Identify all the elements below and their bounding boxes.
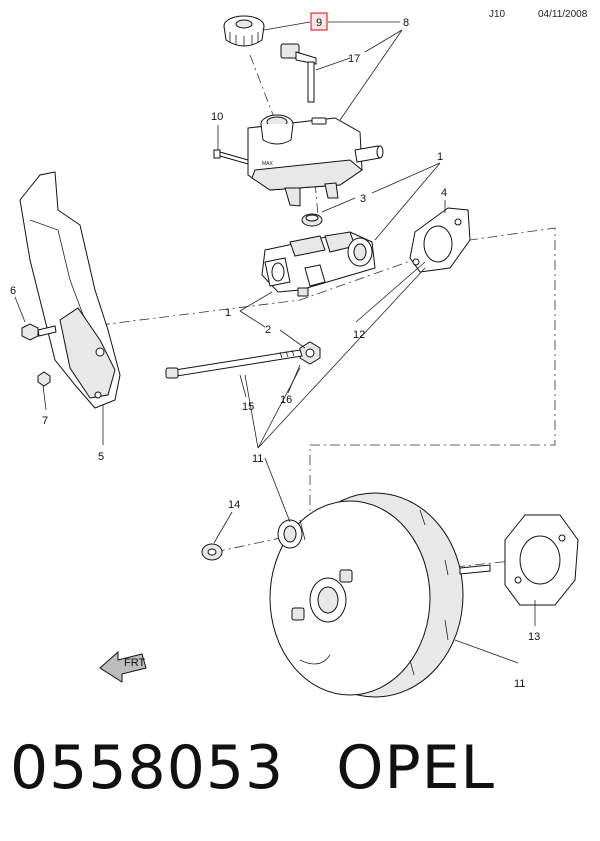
callout-14: 14 bbox=[228, 499, 240, 511]
brand-name: OPEL bbox=[336, 733, 495, 803]
callout-3: 3 bbox=[360, 193, 366, 205]
callout-8: 8 bbox=[403, 17, 409, 29]
reservoir-cap bbox=[223, 15, 265, 47]
callout-10: 10 bbox=[211, 111, 223, 123]
shield-bolt-upper bbox=[21, 323, 57, 341]
callout-2: 2 bbox=[265, 324, 271, 336]
highlight-box bbox=[310, 12, 328, 31]
mounting-nut bbox=[299, 341, 321, 365]
svg-text:MAX: MAX bbox=[262, 161, 274, 167]
callout-11b: 11 bbox=[514, 678, 525, 690]
front-arrow-icon: FRT bbox=[99, 650, 147, 683]
front-marker-label: FRT bbox=[124, 657, 145, 669]
level-sensor bbox=[280, 43, 317, 103]
diagram-code: J10 bbox=[489, 9, 506, 20]
brake-booster bbox=[269, 492, 491, 698]
reservoir-bolt bbox=[213, 149, 249, 165]
part-number: 0558053 bbox=[10, 733, 285, 803]
callout-labels: 9 8 17 10 1 4 3 6 1 2 12 16 15 7 5 11 14… bbox=[10, 17, 540, 690]
callout-17: 17 bbox=[348, 53, 360, 65]
callout-5: 5 bbox=[98, 451, 104, 463]
callout-7: 7 bbox=[42, 415, 48, 427]
leader-lines bbox=[14, 21, 536, 664]
callout-4: 4 bbox=[441, 187, 447, 199]
shield-bolt-lower bbox=[37, 371, 51, 387]
reservoir-seal bbox=[301, 213, 323, 227]
callout-16: 16 bbox=[280, 394, 292, 406]
long-stud bbox=[165, 349, 303, 379]
brake-fluid-reservoir: MAX bbox=[247, 114, 384, 207]
spacer-washer bbox=[201, 543, 223, 561]
callout-15: 15 bbox=[242, 401, 254, 413]
master-cylinder-gasket bbox=[409, 207, 471, 273]
master-cylinder bbox=[261, 231, 376, 297]
part-number-footer: 0558053 OPEL bbox=[10, 733, 495, 803]
callout-9: 9 bbox=[316, 17, 322, 29]
callout-1a: 1 bbox=[437, 151, 443, 163]
diagram-date: 04/11/2008 bbox=[538, 9, 588, 20]
callout-12: 12 bbox=[353, 329, 365, 341]
callout-1b: 1 bbox=[225, 307, 231, 319]
callout-6: 6 bbox=[10, 285, 16, 297]
callout-11a: 11 bbox=[252, 453, 263, 465]
booster-gasket bbox=[504, 514, 579, 606]
heat-shield bbox=[19, 171, 121, 409]
callout-13: 13 bbox=[528, 631, 540, 643]
